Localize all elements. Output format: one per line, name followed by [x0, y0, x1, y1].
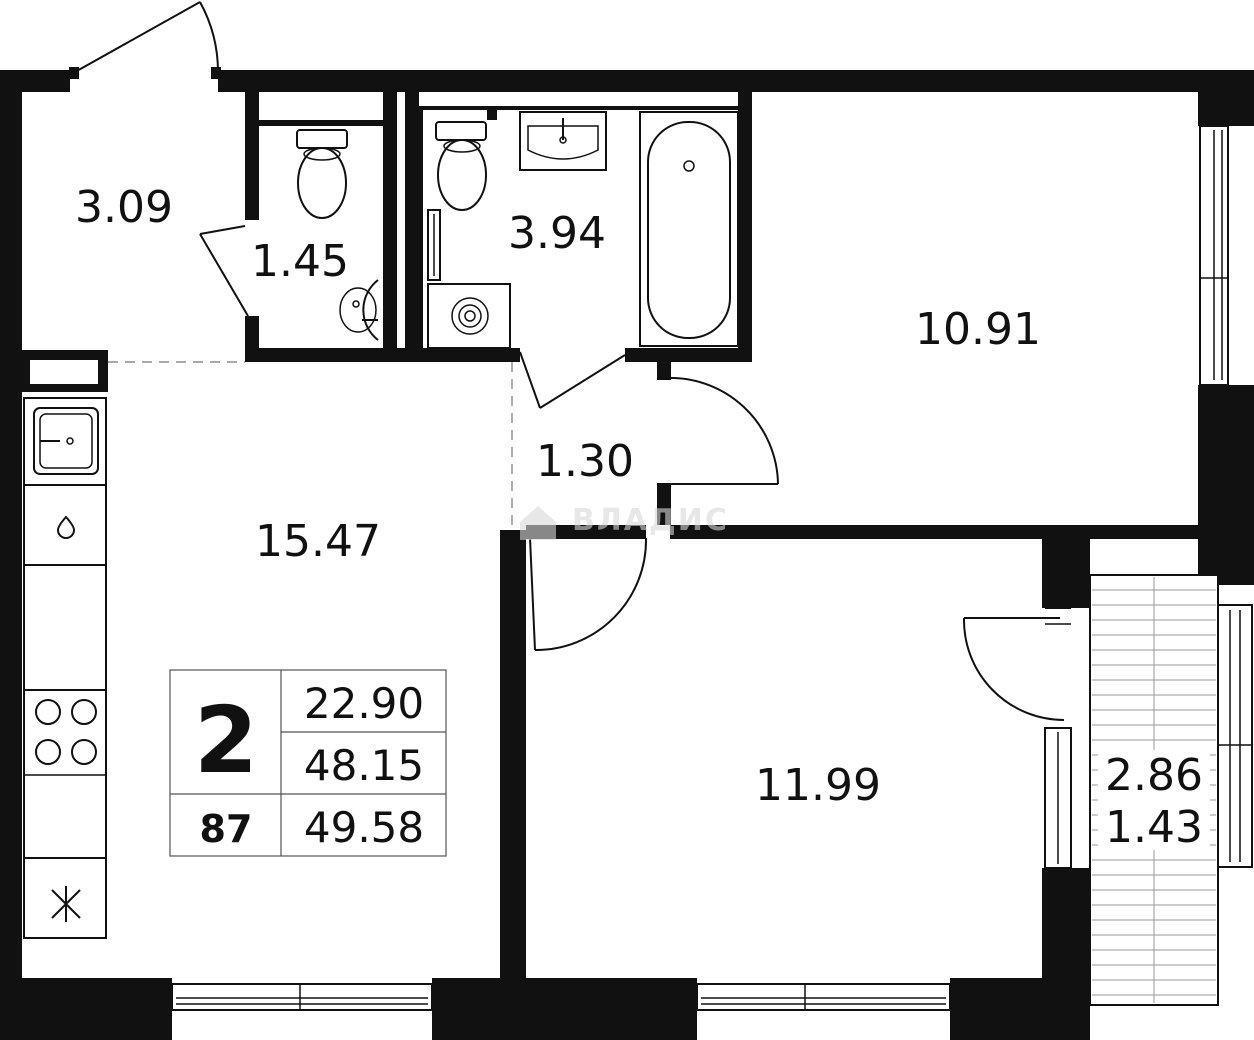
rooms-count: 2	[194, 687, 258, 794]
drop-icon	[56, 515, 76, 539]
room-area-bedroom-1: 10.91	[915, 304, 1041, 355]
total-area-with-balcony: 49.58	[304, 803, 424, 852]
kitchen-counter	[23, 397, 107, 939]
towel-rail-icon	[427, 209, 441, 281]
washing-machine-icon	[427, 283, 511, 349]
apartment-number: 87	[200, 807, 253, 851]
room-area-bedroom-2: 11.99	[755, 760, 881, 811]
apartment-info-table: 2 22.90 48.15 87 49.58	[169, 669, 447, 857]
kitchen-sink-icon	[33, 407, 99, 475]
stove-icon	[35, 699, 97, 765]
room-area-corridor: 1.30	[536, 436, 634, 487]
watermark: ВЛАДИС	[520, 503, 729, 540]
balcony-area-full: 2.86	[1105, 750, 1203, 801]
toilet-icon	[435, 121, 487, 211]
windows	[171, 125, 1253, 1011]
sink-icon	[339, 279, 379, 341]
toilet-icon	[296, 129, 348, 219]
walls	[0, 70, 1254, 1040]
room-area-hall: 3.09	[75, 182, 173, 233]
doors	[69, 1, 1065, 721]
balcony-area-reduced: 1.43	[1105, 802, 1203, 853]
living-area: 22.90	[304, 679, 424, 728]
fridge-icon	[51, 886, 81, 922]
bathtub-icon	[639, 111, 739, 347]
sink-icon	[519, 111, 607, 171]
room-area-wc: 1.45	[251, 236, 349, 287]
balcony	[1089, 574, 1219, 1006]
watermark-text: ВЛАДИС	[572, 503, 729, 538]
room-area-kitchen-living: 15.47	[255, 516, 381, 567]
room-area-bathroom: 3.94	[508, 208, 606, 259]
total-area: 48.15	[304, 741, 424, 790]
